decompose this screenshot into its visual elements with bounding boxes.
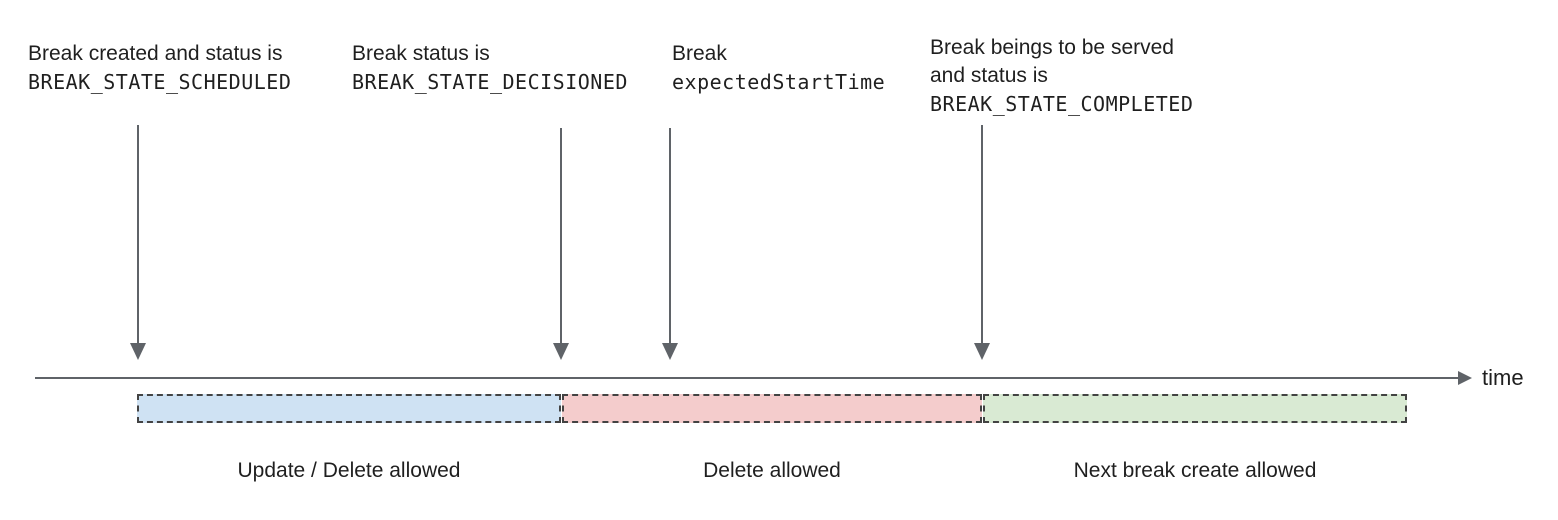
arrow-head-icon (130, 343, 146, 360)
annotation-text: Break created and status is (28, 42, 283, 65)
annotation-code: BREAK_STATE_COMPLETED (930, 92, 1194, 116)
time-axis (35, 377, 1460, 379)
arrow-expected-start-icon (662, 128, 678, 360)
annotation-break-decisioned: Break status is BREAK_STATE_DECISIONED (352, 40, 628, 96)
arrow-scheduled-icon (130, 125, 146, 360)
time-axis-label: time (1482, 365, 1524, 390)
arrow-head-icon (974, 343, 990, 360)
arrow-shaft (669, 128, 671, 345)
annotation-text: Break beings to be served (930, 36, 1174, 59)
time-axis-arrowhead-icon (1458, 371, 1472, 385)
segment-next-break-create-allowed (983, 394, 1407, 423)
segment-delete-allowed (562, 394, 982, 423)
segment-label-update-delete: Update / Delete allowed (237, 459, 461, 482)
arrow-shaft (981, 125, 983, 345)
annotation-text: and status is (930, 64, 1048, 87)
arrow-decisioned-icon (553, 128, 569, 360)
arrow-head-icon (662, 343, 678, 360)
annotation-break-scheduled: Break created and status is BREAK_STATE_… (28, 40, 291, 96)
annotation-text: Break status is (352, 42, 490, 65)
arrow-completed-icon (974, 125, 990, 360)
arrow-shaft (560, 128, 562, 345)
annotation-code: BREAK_STATE_SCHEDULED (28, 70, 292, 94)
segment-update-delete-allowed (137, 394, 561, 423)
segment-label-next-break: Next break create allowed (1073, 459, 1317, 482)
arrow-shaft (137, 125, 139, 345)
annotation-code: expectedStartTime (672, 70, 886, 94)
annotation-text: Break (672, 42, 727, 65)
arrow-head-icon (553, 343, 569, 360)
annotation-break-completed: Break beings to be served and status is … (930, 34, 1193, 118)
annotation-expected-start-time: Break expectedStartTime (672, 40, 885, 96)
segment-label-delete: Delete allowed (703, 459, 841, 482)
annotation-code: BREAK_STATE_DECISIONED (352, 70, 628, 94)
